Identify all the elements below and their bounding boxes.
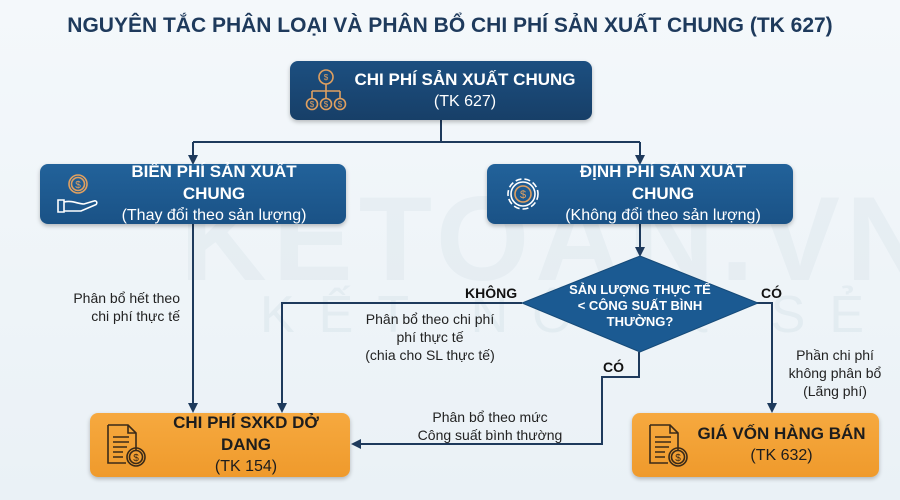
decision-diamond — [520, 255, 760, 353]
node-cogs: $ GIÁ VỐN HÀNG BÁN (TK 632) — [632, 413, 879, 477]
node-cogs-sub: (TK 632) — [750, 447, 813, 464]
node-fixed: $ ĐỊNH PHÍ SẢN XUẤT CHUNG (Không đổi the… — [487, 162, 793, 224]
money-hierarchy-icon: $ $ $ $ — [305, 68, 347, 110]
svg-text:$: $ — [675, 453, 681, 464]
label-no: KHÔNG — [465, 285, 518, 301]
node-fixed-sub: (Không đổi theo sản lượng) — [565, 207, 761, 224]
node-root: $ $ $ $ CHI PHÍ SẢN XUẤT CHUNG (TK 627) — [290, 61, 592, 120]
document-coin-icon: $ — [649, 424, 688, 467]
node-wip-title: CHI PHÍ SXKD DỞ DANG — [173, 413, 319, 454]
node-variable-sub: (Thay đổi theo sản lượng) — [121, 207, 307, 224]
svg-text:$: $ — [338, 100, 343, 109]
label-yes-bottom: CÓ — [603, 359, 624, 375]
svg-text:$: $ — [324, 73, 329, 82]
node-root-sub: (TK 627) — [433, 92, 497, 110]
svg-text:$: $ — [324, 100, 329, 109]
svg-text:$: $ — [310, 100, 315, 109]
svg-text:$: $ — [520, 189, 526, 201]
page-title: NGUYÊN TẮC PHÂN LOẠI VÀ PHÂN BỔ CHI PHÍ … — [67, 14, 833, 37]
node-variable-title: BIẾN PHÍ SẢN XUẤT CHUNG — [131, 162, 297, 203]
document-coin-icon: $ — [107, 424, 146, 467]
edge-yes-to-wip — [351, 352, 640, 449]
gear-coin-icon: $ — [507, 178, 539, 210]
node-wip-sub: (TK 154) — [214, 458, 278, 475]
hand-coin-icon: $ — [57, 174, 98, 213]
svg-text:$: $ — [133, 453, 139, 464]
node-cogs-title: GIÁ VỐN HÀNG BÁN — [697, 424, 866, 443]
edge-root-split — [193, 120, 640, 143]
decision-text: SẢN LƯỢNG THỰC TẾ < CÔNG SUẤT BÌNH THƯỜN… — [569, 282, 711, 329]
edge-yes-to-cogs — [757, 302, 777, 413]
svg-text:$: $ — [75, 180, 81, 191]
node-fixed-title: ĐỊNH PHÍ SẢN XUẤT CHUNG — [579, 162, 747, 203]
edge-no-to-wip — [277, 302, 522, 413]
node-root-title: CHI PHÍ SẢN XUẤT CHUNG — [354, 69, 576, 89]
label-yes-right: CÓ — [761, 285, 782, 301]
node-variable: $ BIẾN PHÍ SẢN XUẤT CHUNG (Thay đổi theo… — [40, 162, 346, 224]
node-wip: $ CHI PHÍ SXKD DỞ DANG (TK 154) — [90, 413, 350, 477]
